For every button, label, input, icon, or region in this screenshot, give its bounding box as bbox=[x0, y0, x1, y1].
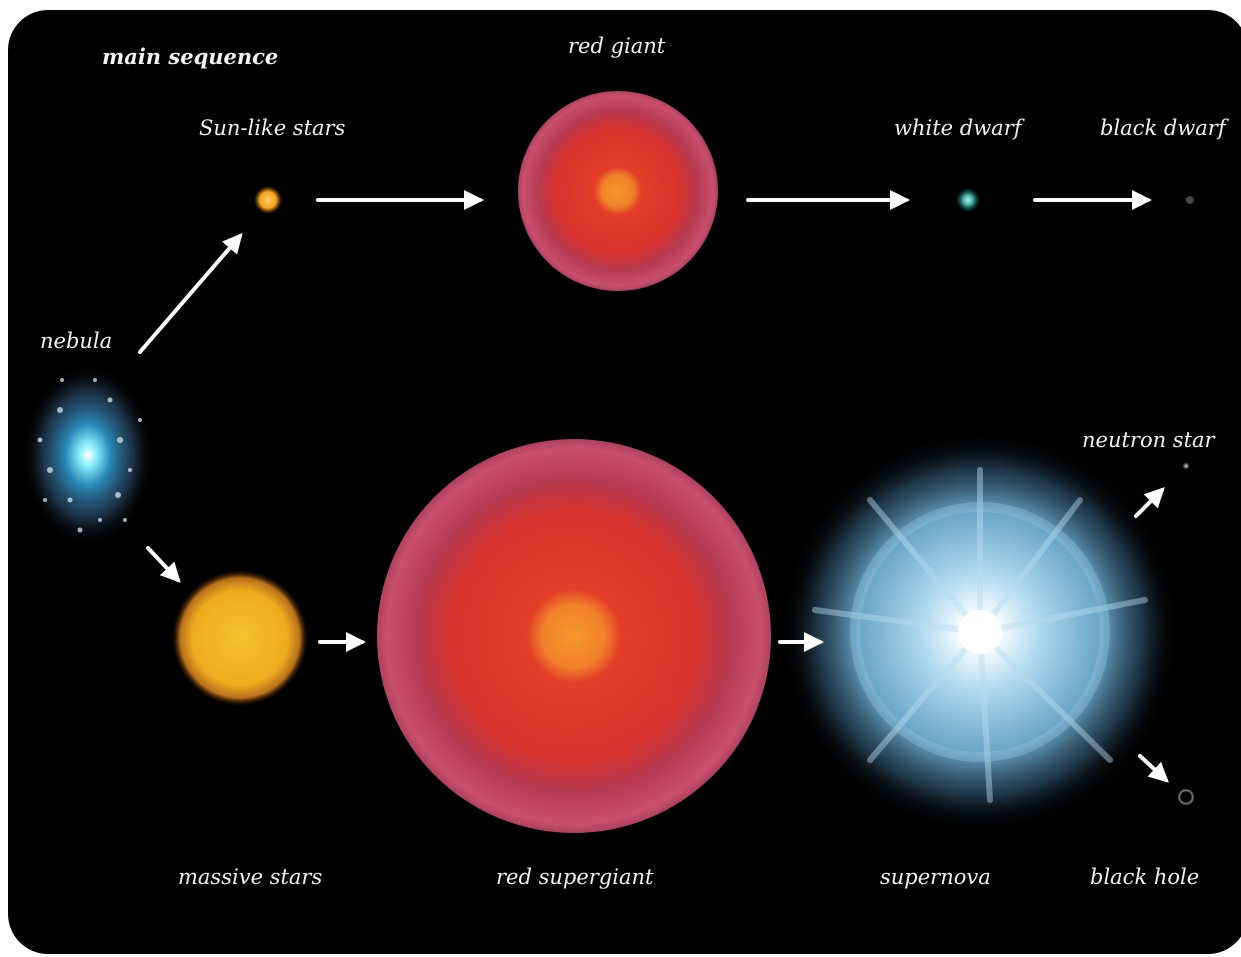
neutron-star bbox=[1182, 462, 1190, 470]
label-red-supergiant: red supergiant bbox=[496, 865, 654, 889]
label-black-dwarf: black dwarf bbox=[1100, 116, 1226, 140]
red-supergiant-star bbox=[377, 439, 771, 833]
label-main-sequence: main sequence bbox=[102, 44, 279, 69]
black-dwarf-star bbox=[1186, 196, 1194, 204]
white-dwarf-star bbox=[955, 187, 981, 213]
label-black-hole: black hole bbox=[1090, 865, 1200, 889]
nebula-cloud bbox=[24, 367, 152, 543]
label-nebula: nebula bbox=[40, 329, 113, 353]
arrow-nebula-to-massive bbox=[146, 546, 181, 583]
supernova-burst bbox=[780, 432, 1180, 832]
arrow-supernova-to-black-hole bbox=[1138, 754, 1169, 783]
label-red-giant: red giant bbox=[568, 34, 666, 58]
black-hole bbox=[1177, 788, 1195, 806]
label-massive-stars: massive stars bbox=[178, 865, 323, 889]
label-sun-like-stars: Sun-like stars bbox=[199, 116, 346, 140]
red-giant-star bbox=[518, 91, 718, 291]
label-white-dwarf: white dwarf bbox=[894, 116, 1022, 140]
arrow-supernova-to-neutron-star bbox=[1134, 487, 1165, 518]
arrow-nebula-to-sun-like bbox=[138, 232, 243, 354]
massive-star bbox=[172, 570, 308, 706]
label-neutron-star: neutron star bbox=[1082, 428, 1215, 452]
sun-like-star bbox=[254, 186, 282, 214]
label-supernova: supernova bbox=[880, 865, 991, 889]
